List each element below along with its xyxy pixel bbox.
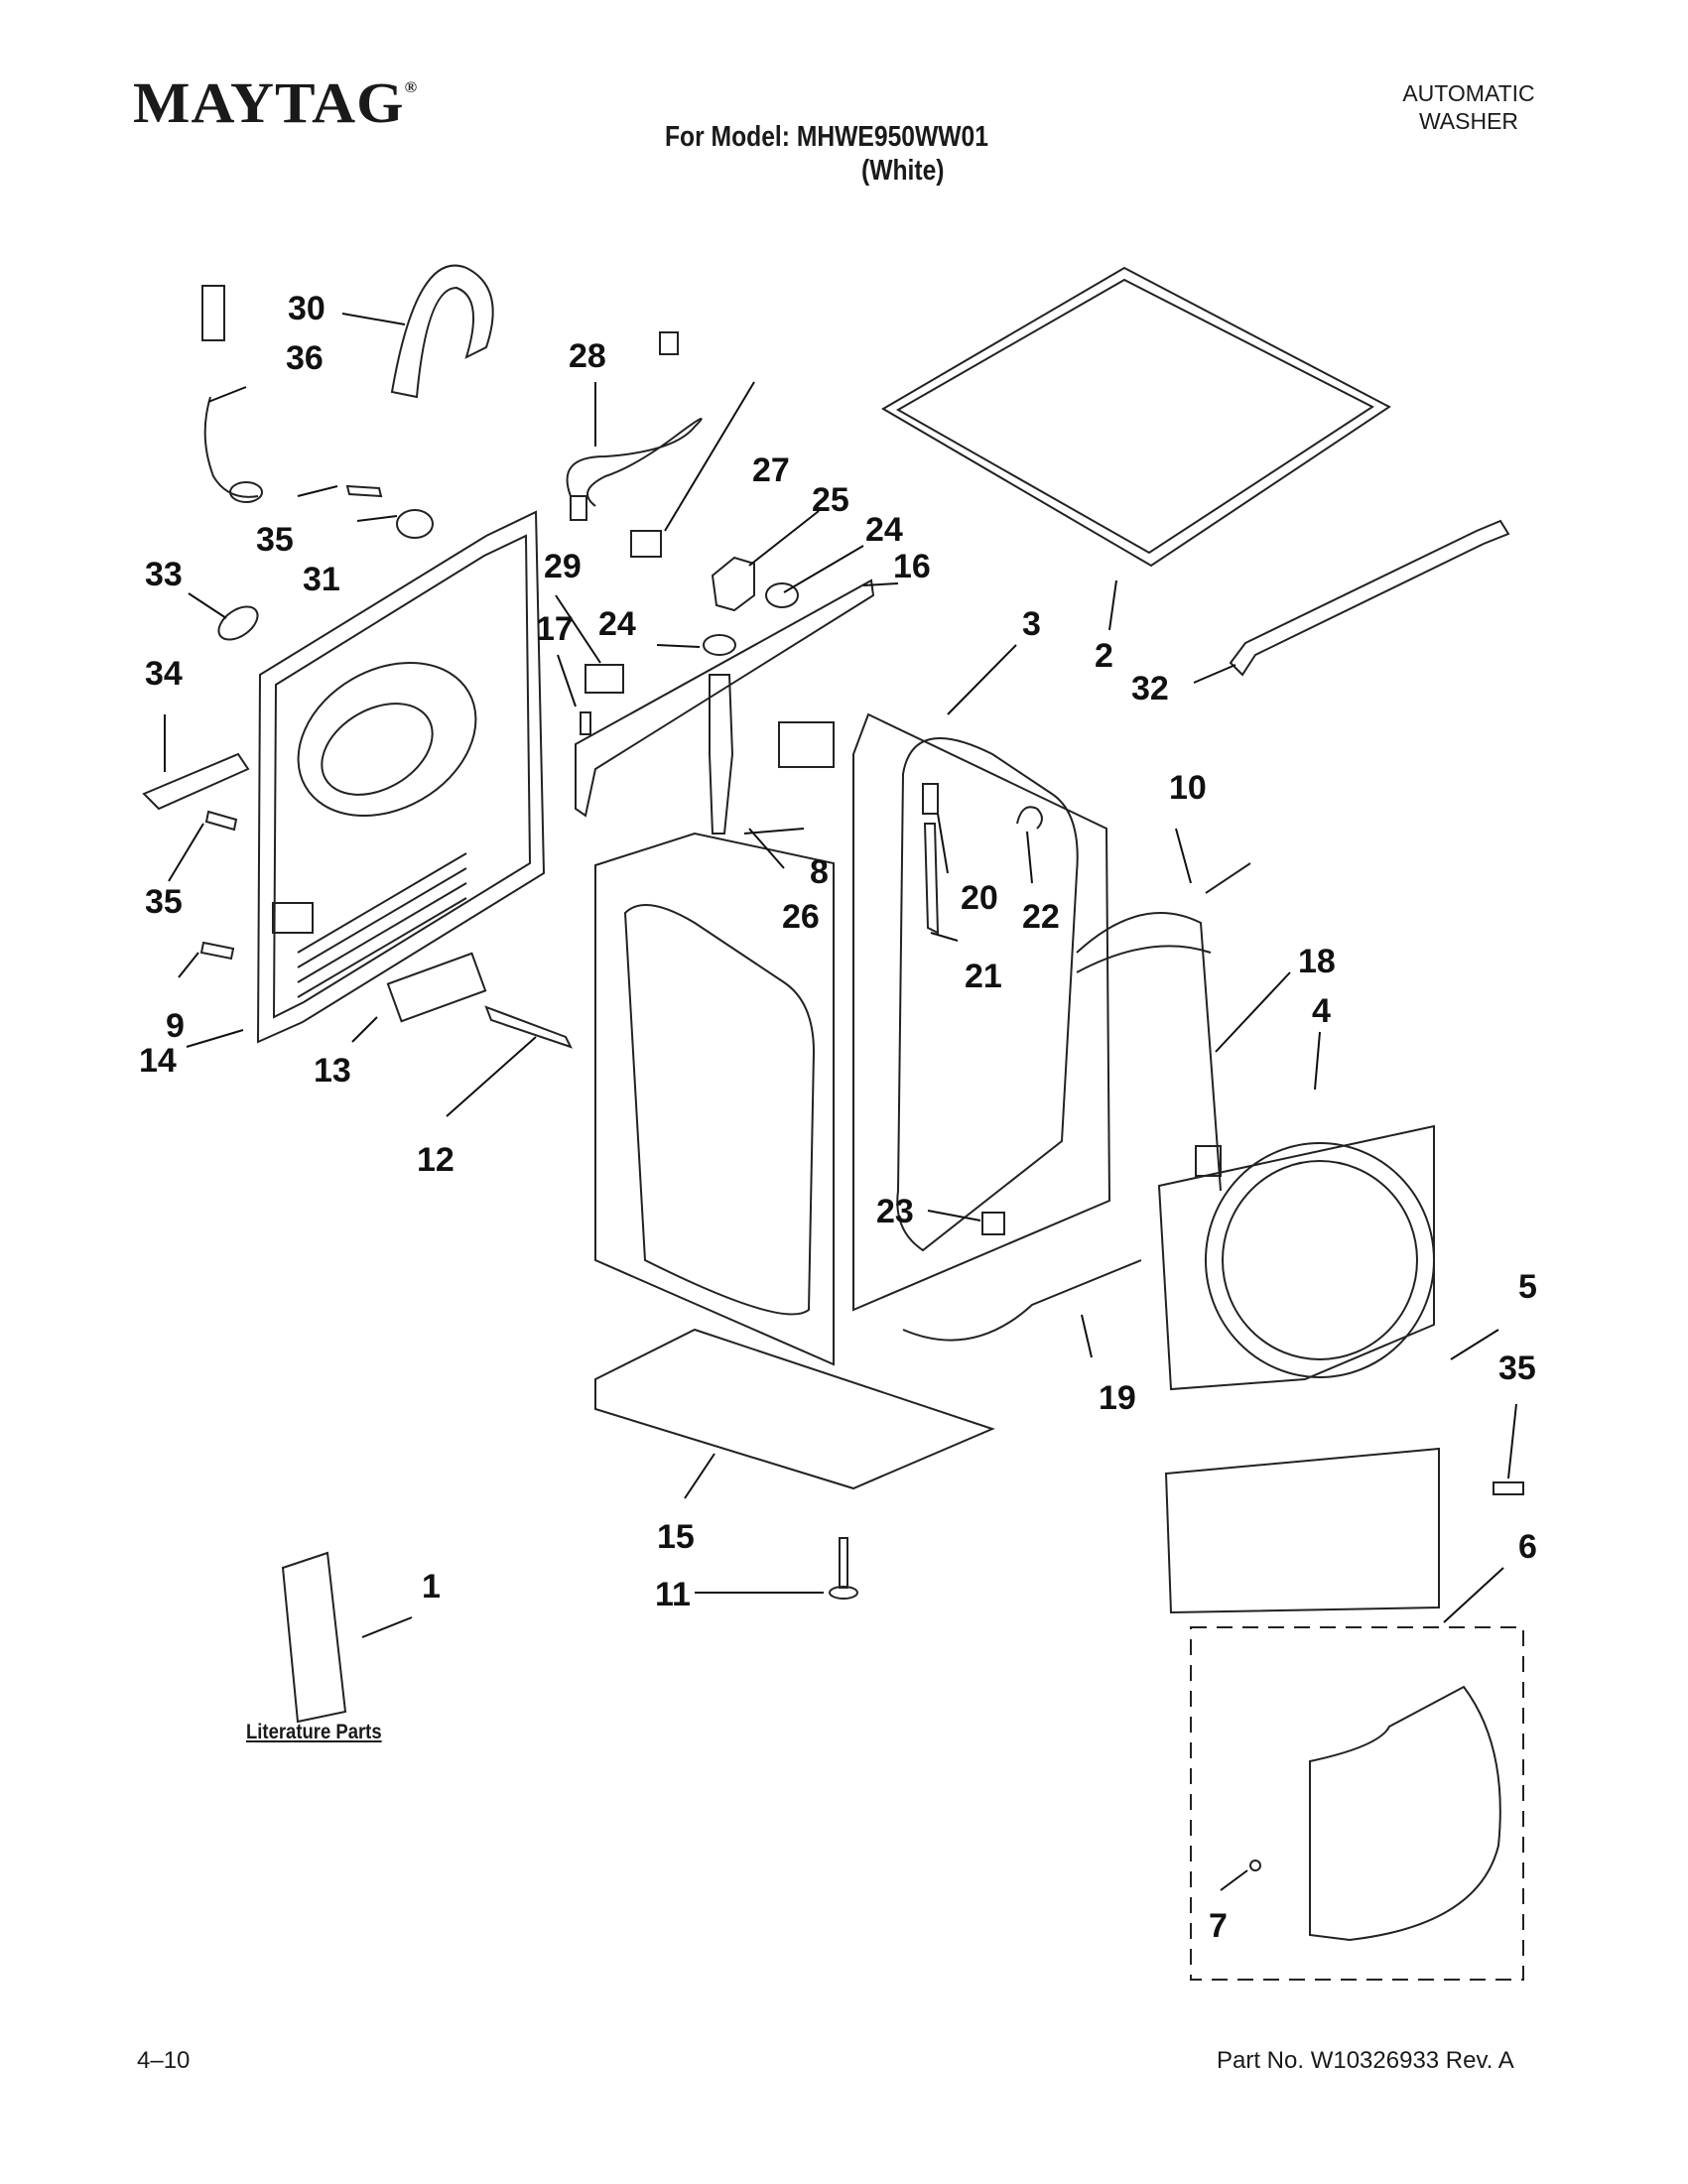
callout-13: 13 [314,1052,351,1090]
callout-10: 10 [1169,769,1207,807]
callout-32: 32 [1131,670,1169,707]
callout-19: 19 [1099,1379,1136,1417]
doc-type-line1: AUTOMATIC [1402,80,1535,106]
page-number: 4–10 [137,2047,191,2074]
callout-27: 27 [752,451,790,489]
part-20-connector [922,783,939,815]
callout-17: 17 [536,610,574,648]
part-32-strap [1229,519,1510,677]
part-9-screw [199,941,235,961]
part-3-cabinet-side [852,712,1111,1312]
callout-28: 28 [569,337,606,375]
model-number: For Model: MHWE950WW01 [665,121,988,153]
part-35-screw-left [204,810,238,832]
part-1-literature [281,1551,347,1724]
part-25-elbow [711,556,755,612]
part-2-top-gasket [881,266,1391,568]
part-34-hose-clip [142,752,250,811]
callout-4: 4 [1312,992,1331,1030]
callout-1: 1 [422,1568,441,1606]
callout-22: 22 [1022,898,1060,936]
part-26-drain-hose [709,674,734,835]
part-4-front-panel [1157,1124,1435,1391]
callout-15: 15 [657,1518,695,1556]
part-5-toe-panel [1164,1447,1440,1614]
part-17-screw [580,711,591,735]
part-19-harness [902,1259,1142,1342]
part-6-box [1190,1626,1524,1981]
callout-5: 5 [1518,1268,1537,1306]
model-color: (White) [861,155,945,187]
callout-11: 11 [655,1576,691,1613]
callout-16: 16 [893,548,931,585]
callout-23: 23 [876,1193,914,1230]
part-28-power-cord [566,331,703,521]
callout-24: 24 [865,511,903,549]
part-7-screw [1249,1860,1261,1871]
callout-18: 18 [1298,943,1336,980]
part-31-clip [396,509,434,539]
part-12-rail [484,1005,573,1049]
part-10-wire-harness [1076,862,1251,1192]
callout-3: 3 [1022,605,1041,643]
callout-35: 35 [256,521,294,559]
part-35-screw-top [345,484,383,498]
brand-logo: MAYTAG® [133,70,419,135]
callout-9: 9 [166,1007,185,1045]
part-35-screw-right [1493,1481,1524,1495]
part-33-grommet [217,605,259,641]
callout-35: 35 [1498,1349,1536,1387]
part-21-tube [923,823,940,935]
part-15-cabinet-left [594,832,995,1490]
callout-33: 33 [145,556,183,593]
part-13-panel-bracket [386,952,487,1023]
callout-29: 29 [544,548,582,585]
literature-parts-label: Literature Parts [246,1721,382,1743]
part-24-ring-lower [703,634,736,656]
part-27-bracket [630,530,662,558]
leaders [164,313,1517,1891]
callout-34: 34 [145,655,183,693]
callout-36: 36 [286,339,324,377]
callout-6: 6 [1518,1528,1537,1566]
callout-12: 12 [417,1141,454,1179]
callout-8: 8 [810,853,829,891]
part-14-rear-panel [256,510,546,1044]
callout-25: 25 [812,481,849,519]
callout-31: 31 [303,561,340,598]
part-11-leveling-leg [829,1537,858,1600]
part-22-hook [1016,806,1043,830]
callout-35: 35 [145,883,183,921]
part-number: Part No. W10326933 Rev. A [1217,2047,1514,2074]
callout-20: 20 [961,879,998,917]
part-8-valve [778,721,835,768]
callout-7: 7 [1209,1907,1228,1945]
callout-30: 30 [288,290,325,327]
callout-26: 26 [782,898,820,936]
callouts: 30 36 28 27 25 24 35 31 29 33 17 24 16 3… [139,290,1537,1945]
callout-24: 24 [598,605,636,643]
part-29-clamp [584,664,624,694]
doc-type-line2: WASHER [1418,108,1519,134]
part-6-door-trim [1309,1685,1501,1942]
callout-21: 21 [965,958,1002,995]
part-24-ring-upper [765,582,799,608]
part-16-control-bracket [575,578,875,818]
part-23-clip [981,1212,1005,1235]
document-type: AUTOMATIC WASHER [1369,79,1568,135]
part-30-hose-clamp [390,264,494,399]
callout-2: 2 [1095,637,1113,675]
callout-14: 14 [139,1042,177,1080]
part-36-inlet-hose [201,285,263,503]
